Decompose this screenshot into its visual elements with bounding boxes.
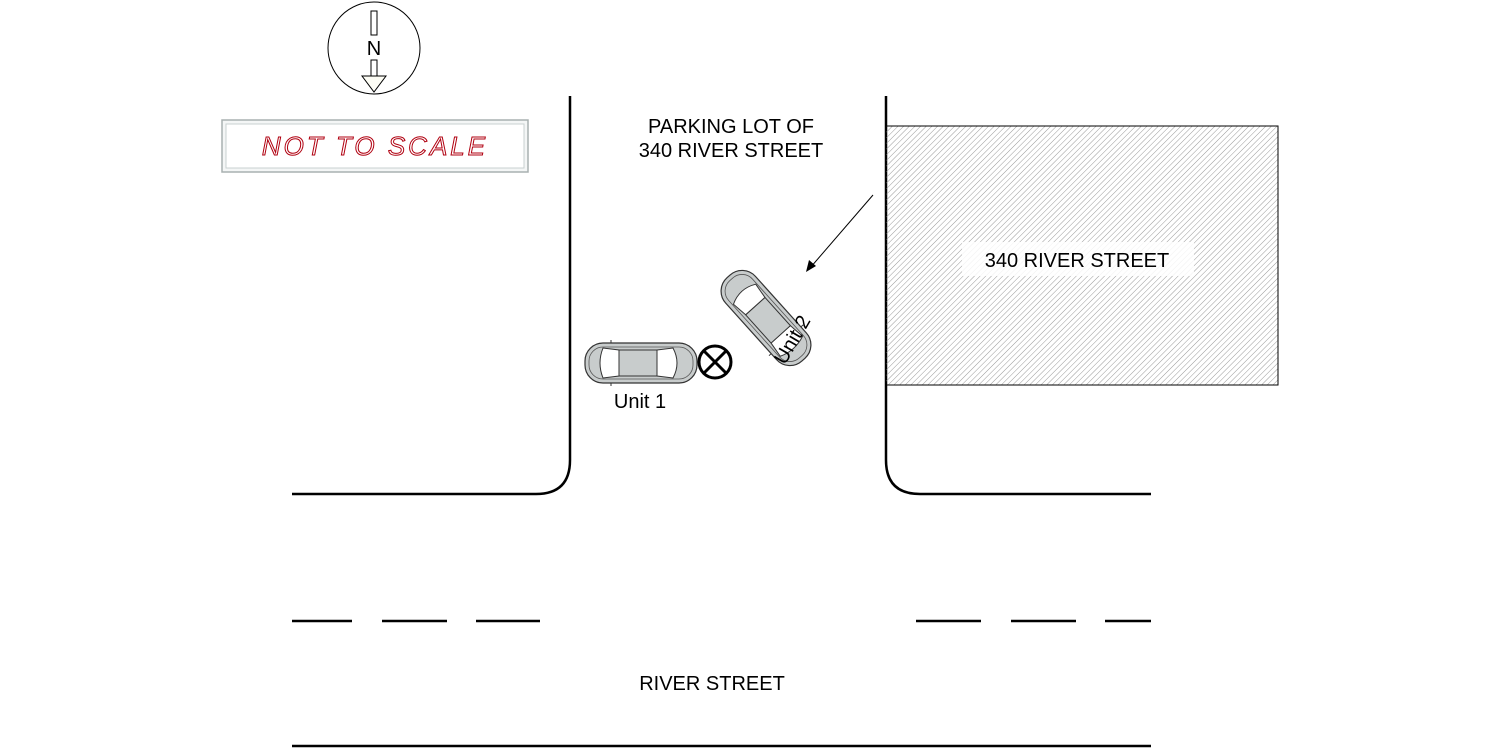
building-340-river-street	[885, 125, 1279, 386]
compass-letter: N	[367, 38, 381, 60]
unit1-label: Unit 1	[614, 391, 666, 413]
street-label: RIVER STREET	[639, 673, 785, 695]
parking-lot-label-line2: 340 RIVER STREET	[639, 140, 824, 162]
not-to-scale-text: NOT TO SCALE	[262, 131, 488, 161]
unit1-car-icon	[584, 339, 698, 387]
north-arrow-compass: N	[327, 1, 421, 95]
not-to-scale-badge: NOT TO SCALE	[221, 119, 529, 173]
road-edges	[292, 96, 1151, 748]
point-of-impact-icon	[697, 344, 733, 380]
unit2-direction-arrow	[806, 194, 874, 272]
building-label: 340 RIVER STREET	[985, 250, 1170, 272]
parking-lot-label-line1: PARKING LOT OF	[648, 116, 814, 138]
